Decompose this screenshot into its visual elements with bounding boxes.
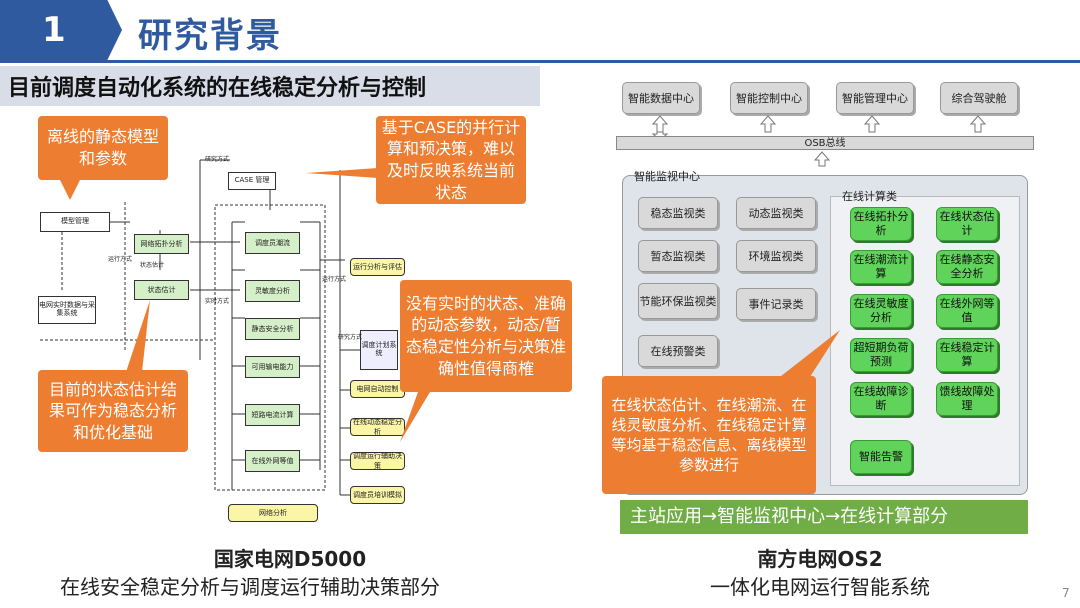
topology-analysis-box: 网络拓扑分析 (134, 234, 189, 254)
subtitle-band (0, 66, 540, 106)
callout-pointer (60, 180, 80, 200)
calc-item: 在线灵敏度分析 (850, 294, 912, 328)
flow-label: 状态估计 (140, 262, 165, 269)
calc-item: 在线外网等值 (936, 294, 998, 328)
online-calc-title: 在线计算类 (842, 190, 897, 203)
callout-offline-model: 离线的静态模型和参数 (38, 116, 168, 180)
left-caption-title: 国家电网D5000 (213, 547, 367, 571)
monitor-item: 环境监视类 (736, 240, 816, 272)
flow-label: 实时方式 (205, 298, 230, 305)
flow-label: 研究方式 (205, 156, 230, 163)
monitor-item: 暂态监视类 (638, 240, 718, 272)
calc-item: 超短期负荷预测 (850, 338, 912, 372)
network-analysis-box: 网络分析 (228, 504, 318, 522)
page-number: 7 (1062, 586, 1070, 600)
callout-no-realtime: 没有实时的状态、准确的动态参数，动态/暂态稳定性分析与决策准确性值得商榷 (400, 280, 572, 392)
callout-state-estimation: 目前的状态估计结果可作为稳态分析和优化基础 (38, 370, 188, 452)
top-box-management-center: 智能管理中心 (836, 82, 914, 114)
flow-label: 研究方式 (338, 334, 363, 341)
green-box-6: 在线外网等值 (245, 450, 300, 472)
yellow-box-decision: 调度运行辅助决策 (350, 452, 405, 470)
monitor-item: 节能环保监视类 (638, 283, 718, 319)
header-divider (0, 60, 1080, 63)
state-estimation-box: 状态估计 (134, 280, 189, 300)
top-box-control-center: 智能控制中心 (730, 82, 808, 114)
plan-system-box: 调度计划系统 (360, 330, 398, 370)
calc-item: 在线稳定计算 (936, 338, 998, 372)
callout-pointer (306, 168, 378, 178)
yellow-box-training: 调度员培训模拟 (350, 486, 405, 504)
green-box-1: 调度员潮流 (245, 232, 300, 254)
yellow-box-eval: 运行分析与评估 (350, 258, 405, 276)
model-management-box: 模型管理 (40, 212, 110, 232)
callout-case: 基于CASE的并行计算和预决策，难以及时反映系统当前状态 (376, 116, 526, 204)
right-caption-subtitle: 一体化电网运行智能系统 (710, 575, 930, 599)
realtime-data-box: 电网实时数据与采集系统 (38, 296, 96, 324)
yellow-box-dynamic: 在线动态稳定分析 (350, 418, 405, 436)
monitor-item: 事件记录类 (736, 288, 816, 320)
monitor-item: 在线预警类 (638, 335, 718, 367)
slide-subtitle: 目前调度自动化系统的在线稳定分析与控制 (8, 76, 427, 101)
section-number-tab: 1 (0, 0, 122, 60)
monitor-item: 稳态监视类 (638, 197, 718, 229)
top-box-cockpit: 综合驾驶舱 (940, 82, 1018, 114)
calc-item: 在线静态安全分析 (936, 250, 998, 284)
flow-label: 运行方式 (108, 256, 133, 263)
green-box-5: 短路电流计算 (245, 404, 300, 426)
flow-label: 运行方式 (322, 276, 347, 283)
osb-bus: OSB总线 (616, 136, 1034, 150)
monitor-item: 动态监视类 (736, 197, 816, 229)
green-box-4: 可用输电能力 (245, 356, 300, 378)
page-title: 研究背景 (138, 16, 282, 56)
monitor-center-title: 智能监视中心 (634, 170, 700, 183)
top-box-data-center: 智能数据中心 (622, 82, 700, 114)
calc-item: 在线故障诊断 (850, 382, 912, 416)
green-box-2: 灵敏度分析 (245, 280, 300, 302)
diagram-connectors (40, 159, 360, 496)
section-number: 1 (42, 10, 66, 50)
green-box-3: 静态安全分析 (245, 318, 300, 340)
calc-item: 在线状态估计 (936, 207, 998, 241)
calc-item: 智能告警 (850, 440, 912, 474)
left-caption-subtitle: 在线安全稳定分析与调度运行辅助决策部分 (60, 575, 440, 599)
yellow-box-control: 电网自动控制 (350, 380, 405, 398)
calc-item: 馈线故障处理 (936, 382, 998, 416)
right-caption-title: 南方电网OS2 (757, 547, 883, 571)
calc-item: 在线潮流计算 (850, 250, 912, 284)
case-management-box: CASE 管理 (228, 172, 276, 190)
d5000-diagram: 模型管理 CASE 管理 网络拓扑分析 状态估计 电网实时数据与采集系统 调度员… (0, 110, 580, 530)
callout-os2: 在线状态估计、在线潮流、在线灵敏度分析、在线稳定计算等均基于稳态信息、离线模型参… (602, 376, 816, 494)
calc-item: 在线拓扑分析 (850, 207, 912, 241)
green-summary-bar: 主站应用→智能监视中心→在线计算部分 (620, 500, 1028, 534)
